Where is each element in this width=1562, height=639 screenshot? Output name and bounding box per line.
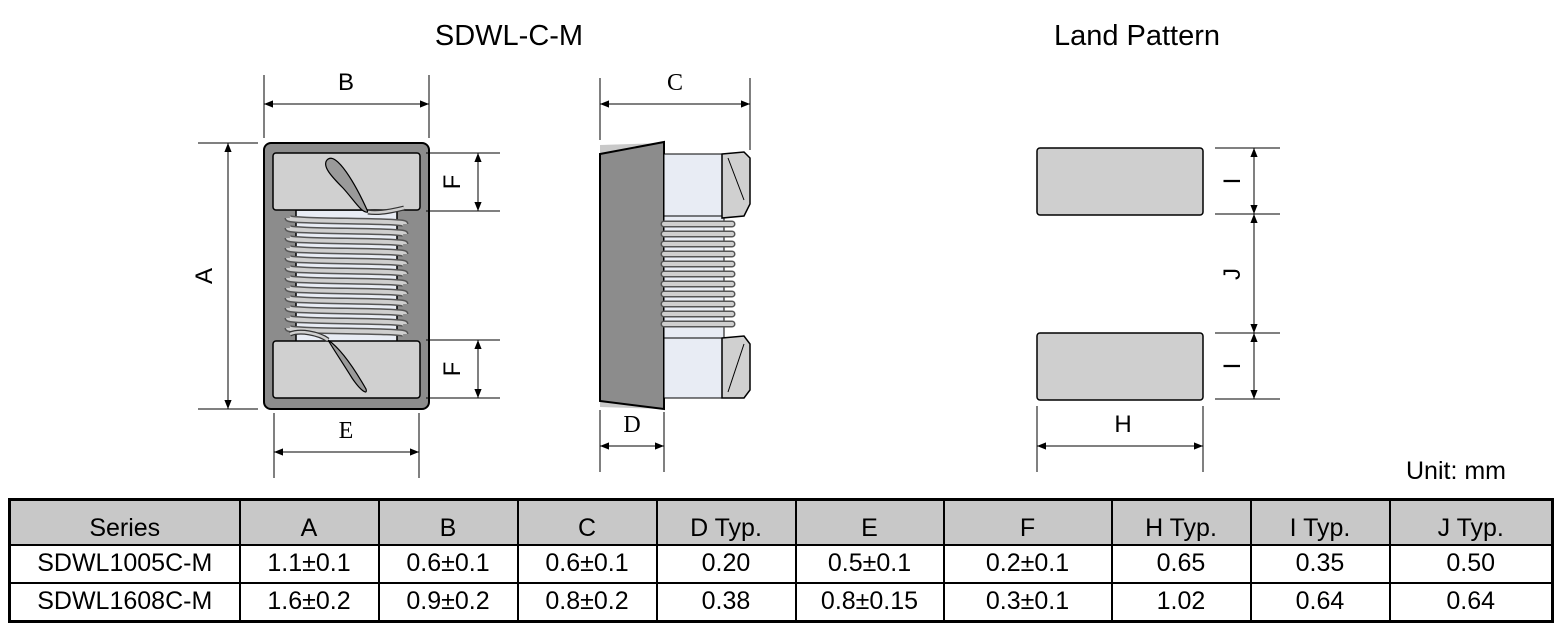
table-cell: 0.50 xyxy=(1388,543,1554,584)
dimension-drawing: SDWL-C-M Land Pattern xyxy=(191,20,1280,478)
dimension-lines-front xyxy=(198,75,500,478)
dim-label-f-bottom: F xyxy=(439,362,466,377)
side-cap-top xyxy=(721,151,751,219)
col-header-i: I Typ. xyxy=(1249,498,1391,546)
dim-label-d: D xyxy=(623,412,640,438)
table-cell: 0.8±0.2 xyxy=(516,581,658,623)
col-header-j: J Typ. xyxy=(1388,498,1554,546)
side-electrode-bottom xyxy=(663,337,725,399)
col-header-series: Series xyxy=(8,498,241,546)
col-header-e: E xyxy=(794,498,945,546)
table-cell: 0.9±0.2 xyxy=(377,581,519,623)
dimensions-table: Series A B C D Typ. E F H Typ. I Typ. J … xyxy=(8,498,1554,623)
table-cell: 0.38 xyxy=(655,581,797,623)
title-land-pattern: Land Pattern xyxy=(1054,20,1220,52)
col-header-h: H Typ. xyxy=(1110,498,1252,546)
table-cell: SDWL1005C-M xyxy=(8,543,241,584)
dim-label-i-top: I xyxy=(1219,178,1246,185)
table-cell: 0.3±0.1 xyxy=(942,581,1113,623)
side-winding xyxy=(660,220,736,328)
wire-end-top xyxy=(325,157,369,213)
table-cell: 1.1±0.1 xyxy=(238,543,380,584)
dimension-lines-side xyxy=(599,78,751,472)
dimension-lines-land xyxy=(1036,147,1280,472)
front-view xyxy=(263,142,430,410)
table-cell: 1.6±0.2 xyxy=(238,581,380,623)
wire-winding xyxy=(284,214,409,338)
table-cell: 0.35 xyxy=(1249,543,1391,584)
dim-label-j: J xyxy=(1219,268,1246,280)
table-cell: 0.20 xyxy=(655,543,797,584)
col-header-d: D Typ. xyxy=(655,498,797,546)
col-header-f: F xyxy=(942,498,1113,546)
dim-label-c: C xyxy=(667,70,683,96)
table-cell: 0.65 xyxy=(1110,543,1252,584)
side-body xyxy=(599,140,665,411)
table-row: SDWL1005C-M 1.1±0.1 0.6±0.1 0.6±0.1 0.20… xyxy=(8,543,1554,584)
dim-label-i-bottom: I xyxy=(1219,363,1246,370)
table-cell: SDWL1608C-M xyxy=(8,581,241,623)
land-pad-top xyxy=(1036,147,1204,216)
table-header-row: Series A B C D Typ. E F H Typ. I Typ. J … xyxy=(8,498,1554,546)
col-header-a: A xyxy=(238,498,380,546)
dim-label-b: B xyxy=(338,69,354,96)
side-electrode-top xyxy=(663,153,725,217)
table-cell: 0.8±0.15 xyxy=(794,581,945,623)
table-cell: 0.64 xyxy=(1249,581,1391,623)
table-cell: 0.5±0.1 xyxy=(794,543,945,584)
dim-label-e: E xyxy=(339,418,354,444)
side-view xyxy=(599,140,751,411)
table-cell: 0.64 xyxy=(1388,581,1554,623)
dim-label-a: A xyxy=(191,268,218,284)
table-row: SDWL1608C-M 1.6±0.2 0.9±0.2 0.8±0.2 0.38… xyxy=(8,581,1554,623)
title-part: SDWL-C-M xyxy=(435,20,583,52)
table-cell: 1.02 xyxy=(1110,581,1252,623)
table-cell: 0.2±0.1 xyxy=(942,543,1113,584)
col-header-c: C xyxy=(516,498,658,546)
table-cell: 0.6±0.1 xyxy=(516,543,658,584)
unit-label: Unit: mm xyxy=(1406,457,1506,485)
table-cell: 0.6±0.1 xyxy=(377,543,519,584)
wire-end-bottom xyxy=(327,339,367,393)
land-pattern xyxy=(1036,147,1204,401)
col-header-b: B xyxy=(377,498,519,546)
dim-label-f-top: F xyxy=(439,175,466,190)
land-pad-bottom xyxy=(1036,332,1204,401)
dim-label-h: H xyxy=(1114,411,1131,438)
